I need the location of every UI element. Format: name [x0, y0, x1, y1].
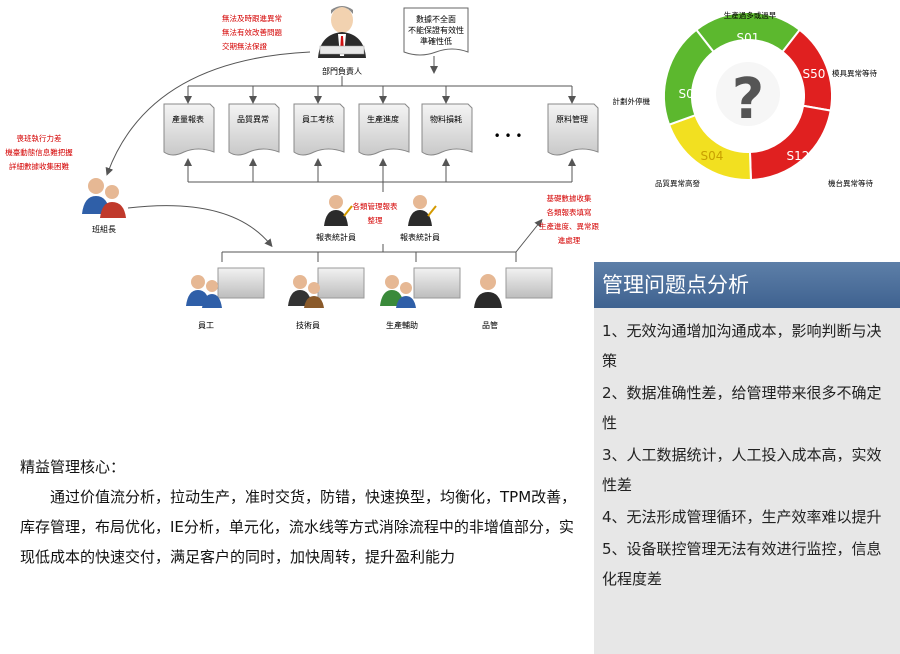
- stats-clerk-avatar-icon: [324, 195, 353, 226]
- report-document: 品質異常: [228, 103, 280, 156]
- stats-clerk-label: 報表統計員: [400, 232, 440, 242]
- stats-clerk-avatar-icon: [408, 195, 437, 226]
- technician-group-icon: [288, 267, 365, 308]
- issue-list: 1、无效沟通增加沟通成本，影响判断与决策 2、数据准确性差，给管理带来很多不确定…: [602, 316, 894, 596]
- production-aide-group-icon: [380, 267, 461, 308]
- gauge-code-s50: S50: [803, 67, 826, 81]
- gauge-code-s12: S12: [787, 149, 810, 163]
- question-mark-icon: ?: [732, 67, 764, 132]
- team-leader-notes: 喪班執行力差 機臺動態信息難把握 詳細數據收集困難: [2, 132, 76, 174]
- report-document: 產量報表: [163, 103, 215, 156]
- issue-item: 5、设备联控管理无法有效进行监控，信息化程度差: [602, 540, 882, 588]
- staff-label: 員工: [198, 321, 214, 330]
- gauge-label-s50: 模具異常等待: [832, 68, 877, 78]
- report-label: 物料損耗: [430, 114, 462, 124]
- worker-group-icon: [186, 267, 265, 308]
- data-note-line: 不能保證有效性: [408, 25, 464, 35]
- manager-label: 部門負責人: [322, 66, 362, 76]
- stats-note: 各類管理報表整理: [352, 200, 398, 228]
- issue-item: 3、人工数据统计，人工投入成本高，实效性差: [602, 446, 882, 494]
- data-note-document-icon: 數據不全面 不能保證有效性 準確性低: [403, 7, 469, 56]
- gauge-ring: [663, 11, 833, 181]
- gauge-label-s12: 機台異常等待: [828, 178, 873, 188]
- gauge-labels: S01 生產過多或過早 S50 模具異常等待 S12 機台異常等待 S04 品質異常高發 S05…: [613, 10, 878, 188]
- gauge-segment-s05: [663, 28, 715, 127]
- quality-control-icon: [474, 267, 553, 308]
- issue-analysis-panel: 管理问题点分析 1、无效沟通增加沟通成本，影响判断与决策 2、数据准确性差，给管…: [594, 262, 900, 654]
- issue-item: 4、无法形成管理循环，生产效率难以提升: [602, 508, 882, 526]
- report-connectors: [184, 86, 576, 104]
- collect-note-line: 生產進度、異常跟進處理: [539, 222, 599, 245]
- gauge-code-s01: S01: [737, 31, 760, 45]
- manager-note-line: 無法及時跟進異常: [222, 14, 282, 23]
- report-label: 原料管理: [556, 114, 588, 124]
- manager-avatar-icon: [318, 6, 366, 58]
- gauge-label-s04: 品質異常高發: [655, 178, 700, 188]
- staff-label: 生產輔助: [386, 320, 418, 330]
- report-document: 原料管理: [547, 103, 599, 156]
- collect-note: 基礎數據收集 各類報表填寫 生產進度、異常跟進處理: [536, 192, 602, 248]
- ellipsis: • • •: [494, 129, 523, 143]
- issue-item: 2、数据准确性差，给管理带来很多不确定性: [602, 384, 882, 432]
- manager-notes: 無法及時跟進異常 無法有效改善問題 交期無法保證: [222, 12, 296, 54]
- staff-label: 品管: [482, 320, 498, 330]
- gauge-label-s01: 生產過多或過早: [724, 10, 777, 20]
- team-leader-note-line: 詳細數據收集困難: [9, 162, 69, 171]
- collect-note-line: 各類報表填寫: [546, 208, 592, 217]
- report-label: 品質異常: [237, 114, 269, 124]
- report-label: 產量報表: [172, 114, 204, 124]
- org-diagram: 部門負責人 數據不全面 不能保證有效性 準確性低 產量報表 品質異常 員工考核 …: [82, 6, 599, 330]
- panel-title: 管理问题点分析: [594, 262, 900, 308]
- lean-core-text: 精益管理核心： 通过价值流分析，拉动生产，准时交货，防错，快速换型，均衡化，TP…: [20, 452, 580, 572]
- stats-note-line: 各類管理報表整理: [352, 202, 398, 225]
- team-leader-label: 班組長: [92, 224, 116, 234]
- stats-clerk-label: 報表統計員: [316, 232, 356, 242]
- report-document: 物料損耗: [421, 103, 473, 156]
- lean-core-title: 精益管理核心：: [20, 458, 126, 476]
- gauge-code-s04: S04: [701, 149, 724, 163]
- gauge-code-s05: S05: [679, 87, 702, 101]
- manager-note-line: 無法有效改善問題: [222, 28, 282, 37]
- team-leader-avatar-icon: [82, 178, 126, 218]
- team-leader-note-line: 機臺動態信息難把握: [5, 148, 73, 157]
- lean-core-body: 通过价值流分析，拉动生产，准时交货，防错，快速换型，均衡化，TPM改善，库存管理…: [20, 488, 577, 566]
- issue-item: 1、无效沟通增加沟通成本，影响判断与决策: [602, 322, 882, 370]
- team-leader-note-line: 喪班執行力差: [16, 134, 62, 143]
- report-label: 生產進度: [367, 114, 399, 124]
- report-document: 員工考核: [293, 103, 345, 156]
- staff-up-arrows: [221, 252, 517, 262]
- report-up-arrows: [184, 158, 576, 182]
- collect-note-line: 基礎數據收集: [546, 194, 592, 203]
- data-note-line: 數據不全面: [416, 14, 456, 24]
- report-document: 生產進度: [358, 103, 410, 156]
- report-label: 員工考核: [302, 114, 334, 124]
- gauge-label-s05: 計劃外停機: [613, 96, 651, 106]
- data-note-line: 準確性低: [420, 36, 452, 46]
- staff-label: 技術員: [296, 320, 320, 330]
- manager-note-line: 交期無法保證: [222, 42, 267, 51]
